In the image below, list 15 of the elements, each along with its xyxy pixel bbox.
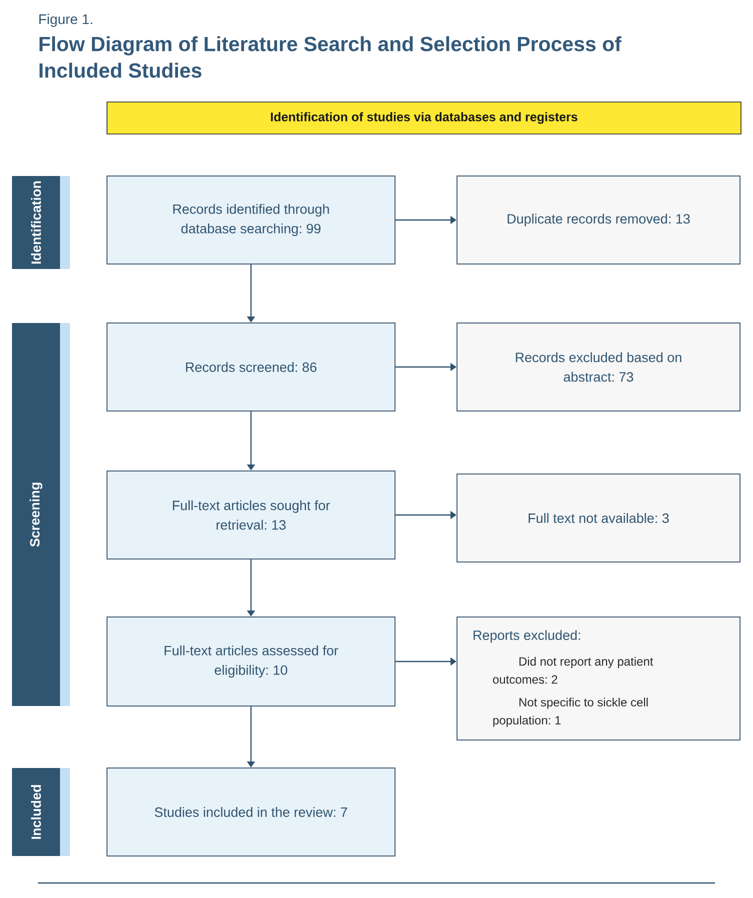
exclusion-box: Full text not available: 3 xyxy=(456,474,740,562)
process-box: Records identified through database searching: 99 xyxy=(106,176,396,264)
process-box: Full-text articles sought for retrieval: 13 xyxy=(106,470,396,560)
phase-band: Screening xyxy=(12,323,70,706)
figure-number: Figure 1. xyxy=(39,14,92,27)
exclusion-box: Records excluded based on abstract: 73 xyxy=(456,322,740,412)
phase-band: Included xyxy=(12,768,70,856)
figure-title: Flow Diagram of Literature Search and Selection Process of Included Studies xyxy=(40,36,622,78)
phase-band: Identification xyxy=(12,176,70,269)
exclusion-box: Reports excluded: Did not report any patient outcomes: 2 Not specific to sickle cell population: 1 xyxy=(456,616,740,740)
process-box: Records screened: 86 xyxy=(106,322,396,412)
exclusion-box: Duplicate records removed: 13 xyxy=(456,176,740,264)
process-box: Full-text articles assessed for eligibility: 10 xyxy=(106,616,396,706)
process-box: Studies included in the review: 7 xyxy=(106,768,396,856)
section-banner: Identification of studies via databases and registers xyxy=(106,102,742,134)
